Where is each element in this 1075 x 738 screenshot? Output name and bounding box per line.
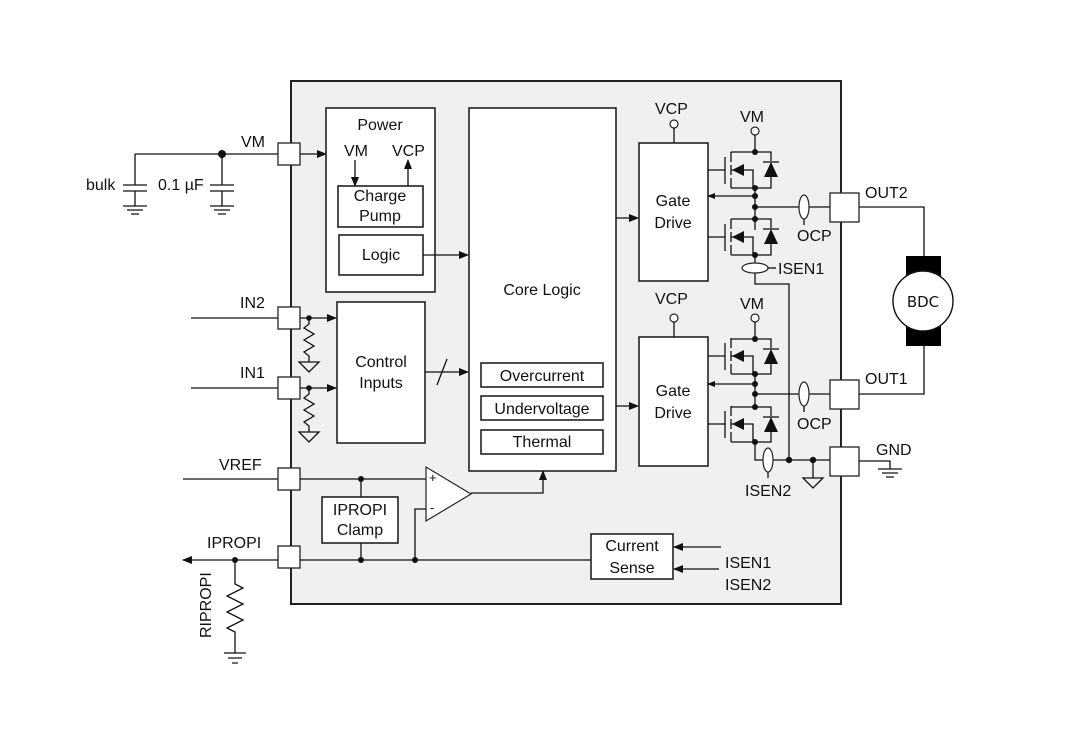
ground-icon bbox=[878, 468, 902, 478]
out2-pin-label: OUT2 bbox=[865, 185, 908, 202]
gate-drive-bottom-vcp-label: VCP bbox=[655, 291, 688, 308]
in1-input: IN1 bbox=[191, 365, 337, 443]
logic-block bbox=[338, 234, 424, 276]
half-bridge-out2: VM bbox=[707, 109, 790, 460]
ipropi-clamp-line2: Clamp bbox=[337, 522, 383, 539]
ground-icon bbox=[297, 361, 321, 373]
comparator-plus: + bbox=[429, 470, 437, 485]
isen2-sense-icon bbox=[762, 447, 774, 473]
core-logic-label: Core Logic bbox=[503, 282, 580, 299]
overcurrent-label: Overcurrent bbox=[500, 368, 585, 385]
vm-terminal-icon bbox=[750, 126, 760, 136]
low-side-mosfet-icon bbox=[708, 218, 755, 256]
ocp-bottom-label: OCP bbox=[797, 416, 832, 433]
ipropi-clamp-block bbox=[321, 496, 399, 544]
comparator-icon bbox=[425, 465, 473, 523]
gate-drive-bottom-line2: Drive bbox=[654, 405, 691, 422]
isen1-sense-icon bbox=[741, 262, 769, 274]
charge-pump-line2: Pump bbox=[359, 208, 401, 225]
vref-pin-label: VREF bbox=[219, 457, 262, 474]
in2-pin-label: IN2 bbox=[240, 295, 265, 312]
control-inputs-line1: Control bbox=[355, 354, 407, 371]
gate-drive-top-vcp-label: VCP bbox=[655, 101, 688, 118]
undervoltage-label: Undervoltage bbox=[494, 401, 589, 418]
control-inputs-line2: Inputs bbox=[359, 375, 403, 392]
in2-pin bbox=[277, 306, 301, 330]
overcurrent-block bbox=[480, 362, 604, 388]
motor-label: BDC bbox=[907, 293, 939, 311]
body-diode-icon bbox=[755, 218, 779, 256]
logic-label: Logic bbox=[362, 247, 400, 264]
pulldown-resistor-icon bbox=[302, 388, 316, 432]
bus-slash-icon bbox=[436, 358, 448, 386]
vm-pin bbox=[277, 142, 301, 166]
vm-supply-network bbox=[123, 150, 278, 215]
power-vcp-label: VCP bbox=[392, 143, 425, 160]
charge-pump-line1: Charge bbox=[354, 188, 407, 205]
ocp-sense-icon bbox=[798, 381, 810, 407]
gate-drive-bottom-block bbox=[638, 336, 709, 467]
power-block-title: Power bbox=[357, 117, 403, 134]
vm-pin-label: VM bbox=[241, 134, 265, 151]
body-diode-icon bbox=[755, 406, 779, 443]
pulldown-resistor-icon bbox=[302, 318, 316, 362]
ground-icon bbox=[210, 205, 234, 215]
control-inputs-block bbox=[336, 301, 426, 444]
isen1-label: ISEN1 bbox=[778, 261, 824, 278]
undervoltage-block bbox=[480, 395, 604, 421]
half-bridge-out1: VM bbox=[707, 296, 830, 489]
ipropi-clamp-line1: IPROPI bbox=[333, 502, 387, 519]
gnd-pin bbox=[829, 446, 860, 477]
bdc-motor-icon bbox=[892, 256, 954, 346]
gate-drive-top-block bbox=[638, 142, 709, 282]
out1-pin bbox=[829, 379, 860, 410]
in1-pin-label: IN1 bbox=[240, 365, 265, 382]
decoupling-cap-label: 0.1 µF bbox=[158, 177, 204, 194]
bulk-cap-label: bulk bbox=[86, 177, 116, 194]
current-sense-isen2: ISEN2 bbox=[725, 577, 771, 594]
current-sense-block bbox=[590, 533, 674, 580]
comparator-minus: - bbox=[430, 500, 434, 515]
vm-terminal-icon bbox=[750, 313, 760, 323]
ipropi-pin bbox=[277, 545, 301, 569]
thermal-block bbox=[480, 429, 604, 455]
bridge-top-vm-label: VM bbox=[740, 109, 764, 126]
gate-drive-bottom-line1: Gate bbox=[656, 383, 691, 400]
vcp-terminal-icon bbox=[669, 313, 679, 323]
gnd-pin-label: GND bbox=[876, 442, 912, 459]
current-sense-line2: Sense bbox=[609, 560, 654, 577]
body-diode-icon bbox=[755, 338, 779, 375]
power-vm-label: VM bbox=[344, 143, 368, 160]
thermal-label: Thermal bbox=[513, 434, 572, 451]
ipropi-pin-label: IPROPI bbox=[207, 535, 261, 552]
vcp-terminal-icon bbox=[669, 119, 679, 129]
out2-pin bbox=[829, 192, 860, 223]
low-side-mosfet-icon bbox=[708, 406, 755, 443]
ripropi-label: RIPROPI bbox=[198, 572, 215, 638]
ground-icon bbox=[123, 205, 147, 215]
gate-drive-top-line1: Gate bbox=[656, 193, 691, 210]
ground-icon bbox=[297, 431, 321, 443]
high-side-mosfet-icon bbox=[708, 338, 755, 375]
ground-icon bbox=[801, 477, 825, 489]
bulk-capacitor-icon bbox=[123, 184, 147, 192]
bridge-bottom-vm-label: VM bbox=[740, 296, 764, 313]
out1-pin-label: OUT1 bbox=[865, 371, 908, 388]
vref-pin bbox=[277, 467, 301, 491]
current-sense-isen1: ISEN1 bbox=[725, 555, 771, 572]
ocp-sense-icon bbox=[798, 194, 810, 220]
ripropi-resistor-icon bbox=[225, 560, 245, 653]
current-sense-line1: Current bbox=[605, 538, 659, 555]
high-side-mosfet-icon bbox=[708, 151, 755, 189]
ground-icon bbox=[224, 652, 246, 664]
body-diode-icon bbox=[755, 151, 779, 189]
gate-drive-top-line2: Drive bbox=[654, 215, 691, 232]
charge-pump-block bbox=[337, 185, 424, 228]
isen2-label: ISEN2 bbox=[745, 483, 791, 500]
ocp-top-label: OCP bbox=[797, 228, 832, 245]
decoupling-capacitor-icon bbox=[210, 184, 234, 192]
in2-input: IN2 bbox=[191, 295, 337, 373]
in1-pin bbox=[277, 376, 301, 400]
